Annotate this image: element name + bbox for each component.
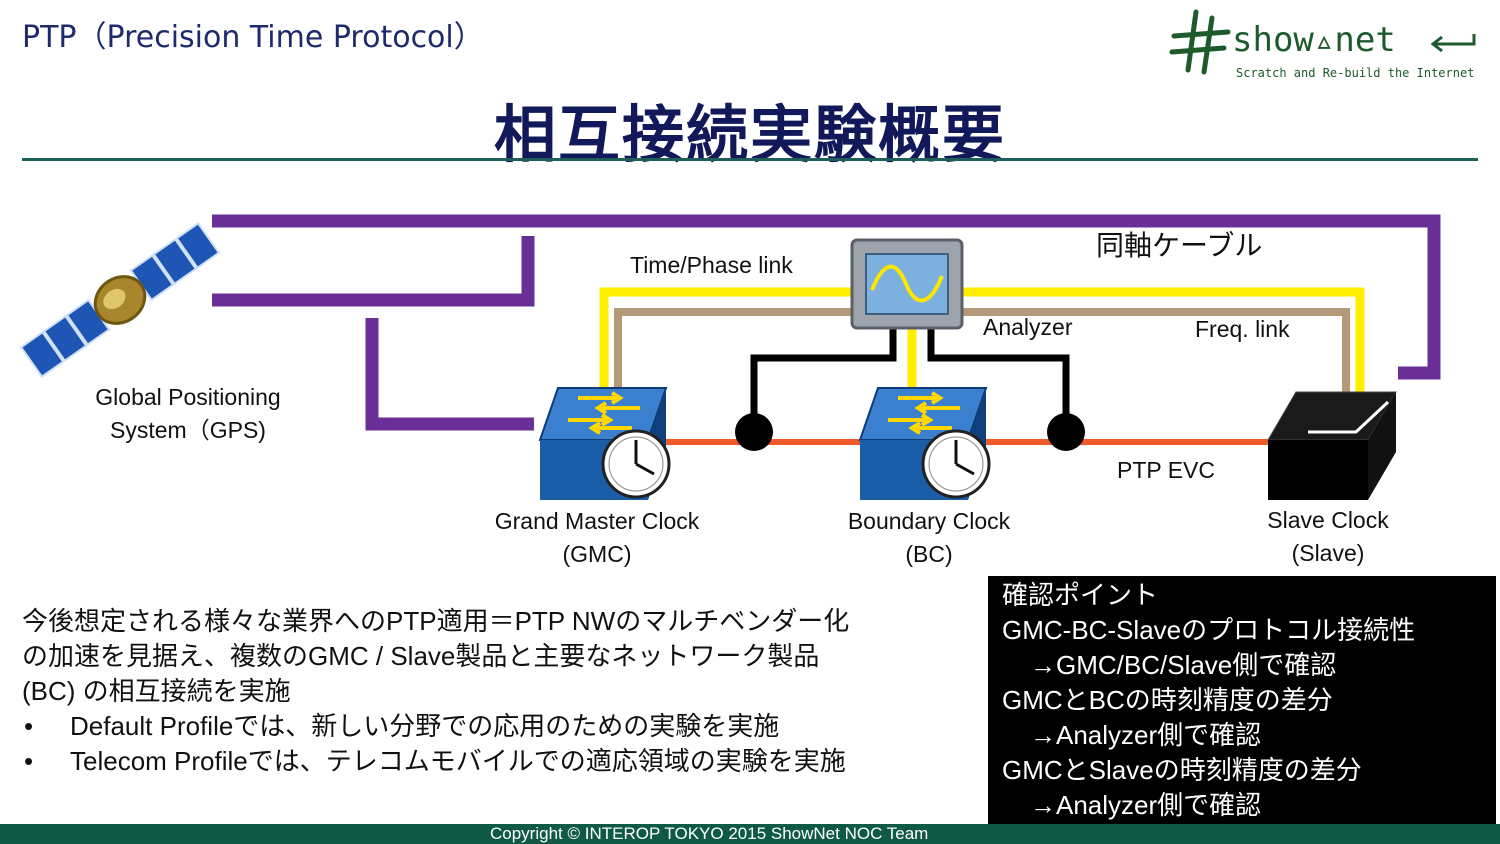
- gmc-label: Grand Master Clock (GMC): [462, 508, 732, 568]
- slave-clock-icon: [1267, 391, 1397, 500]
- freq-link-line: [614, 308, 1350, 393]
- analyzer-lines: [750, 326, 1070, 425]
- bc-label: Boundary Clock (BC): [818, 508, 1040, 568]
- gps-satellite-icon: [19, 221, 221, 379]
- check-points-box: 確認ポイント GMC-BC-Slaveのプロトコル接続性 →GMC/BC/Sla…: [988, 576, 1496, 832]
- check-point-sub: →Analyzer側で確認: [1030, 720, 1262, 750]
- description-line: (BC) の相互接続を実施: [22, 676, 291, 706]
- footer-bar: [0, 824, 1500, 844]
- check-point-item: GMC-BC-Slaveのプロトコル接続性: [1002, 615, 1416, 645]
- description-bullets: Default Profileでは、新しい分野での応用のための実験を実施 Tel…: [22, 709, 972, 779]
- bc-tap-node: [1047, 413, 1085, 451]
- logo-wordmark: show▵net: [1232, 20, 1396, 60]
- gps-label-line-1: Global Positioning: [95, 384, 281, 410]
- check-points-title: 確認ポイント: [1002, 580, 1159, 610]
- gmc-label-line-1: Grand Master Clock: [494, 508, 700, 534]
- gps-label: Global Positioning System（GPS): [60, 384, 316, 445]
- grand-master-clock-icon: [538, 387, 671, 500]
- time-phase-link-label: Time/Phase link: [630, 252, 793, 278]
- coax-cable-label: 同軸ケーブル: [1096, 230, 1263, 261]
- slave-label-line-1: Slave Clock: [1267, 507, 1389, 533]
- ptp-evc-label: PTP EVC: [1117, 457, 1215, 483]
- title-divider: [22, 158, 1478, 161]
- slave-label: Slave Clock (Slave): [1238, 507, 1418, 567]
- bc-label-line-2: (BC): [905, 541, 953, 567]
- description: 今後想定される様々な業界へのPTP適用＝PTP NWのマルチベンダー化 の加速を…: [22, 604, 972, 779]
- time-phase-link-line: [599, 287, 1365, 393]
- ptp-network-diagram: [19, 214, 1441, 500]
- check-point-sub: →Analyzer側で確認: [1030, 790, 1262, 820]
- header-label: PTP（Precision Time Protocol）: [22, 20, 484, 55]
- bullet-item: Telecom Profileでは、テレコムモバイルでの適応領域の実験を実施: [22, 744, 972, 779]
- footer-copyright: Copyright © INTEROP TOKYO 2015 ShowNet N…: [490, 824, 929, 843]
- bc-label-line-1: Boundary Clock: [847, 508, 1011, 534]
- bullet-item: Default Profileでは、新しい分野での応用のための実験を実施: [22, 709, 972, 744]
- description-line: の加速を見据え、複数のGMC / Slave製品と主要なネットワーク製品: [22, 641, 820, 671]
- analyzer-icon: [850, 238, 964, 330]
- coax-cable-lines: [212, 214, 1441, 431]
- gmc-tap-node: [735, 413, 773, 451]
- check-point-sub: →GMC/BC/Slave側で確認: [1030, 650, 1337, 680]
- description-line: 今後想定される様々な業界へのPTP適用＝PTP NWのマルチベンダー化: [22, 606, 850, 636]
- return-arrow-icon: [1430, 34, 1476, 53]
- gmc-label-line-2: (GMC): [562, 541, 632, 567]
- slave-label-line-2: (Slave): [1291, 540, 1365, 566]
- gps-label-line-2: System（GPS): [110, 417, 266, 443]
- analyzer-label: Analyzer: [983, 314, 1073, 340]
- logo-tagline: Scratch and Re-build the Internet: [1236, 66, 1475, 80]
- shownet-hash-logo-icon: [1169, 9, 1231, 75]
- check-point-item: GMCとSlaveの時刻精度の差分: [1002, 755, 1362, 785]
- boundary-clock-icon: [858, 387, 991, 500]
- check-point-item: GMCとBCの時刻精度の差分: [1002, 685, 1333, 715]
- freq-link-label: Freq. link: [1195, 316, 1290, 342]
